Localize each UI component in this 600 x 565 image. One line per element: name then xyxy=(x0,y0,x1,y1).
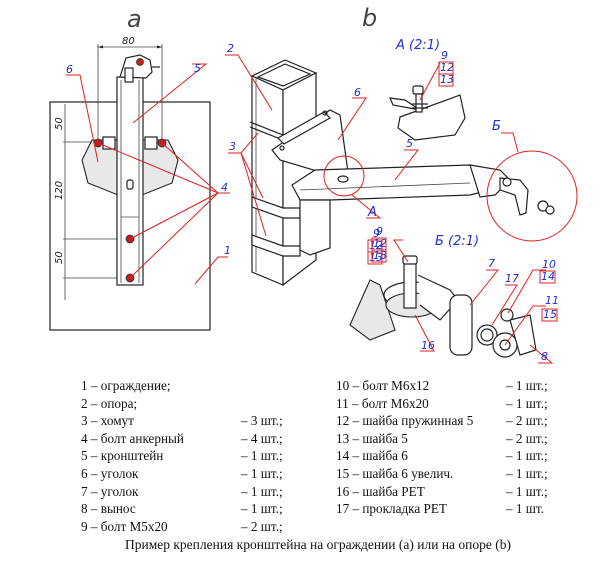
legend-item-label: 13 – шайба 5 xyxy=(336,430,408,446)
svg-text:120: 120 xyxy=(54,181,65,200)
legend-item: 6 – уголок – 1 шт.; xyxy=(81,465,321,483)
legend-item-label: 12 – шайба пружинная 5 xyxy=(336,413,474,429)
legend-item-label: 8 – вынос xyxy=(81,501,136,517)
legend-item: 13 – шайба 5 – 2 шт.; xyxy=(336,430,576,448)
svg-text:9: 9 xyxy=(373,227,380,240)
legend-item-label: 17 – прокладка PET xyxy=(336,501,447,517)
leaders-view-b xyxy=(225,54,519,237)
parts-legend-left: 1 – ограждение; 2 – опора; 3 – хомут – 3 шт… xyxy=(81,377,321,535)
legend-item: 17 – прокладка PET – 1 шт. xyxy=(336,500,576,518)
callout-17: 17 xyxy=(505,272,519,285)
svg-text:12: 12 xyxy=(440,61,454,74)
view-a: a 80 50 120 50 xyxy=(49,5,231,331)
svg-text:13: 13 xyxy=(373,249,387,262)
svg-text:50: 50 xyxy=(54,251,65,264)
bolt-icon xyxy=(136,58,144,66)
legend-item: 8 – вынос – 1 шт.; xyxy=(81,500,321,518)
detail-view-a: А (2:1) 9 12 13 xyxy=(389,38,466,141)
legend-item-label: 7 – уголок xyxy=(81,483,139,499)
detail-a-title: А (2:1) xyxy=(395,38,440,53)
legend-item-label: 2 – опора; xyxy=(81,395,138,411)
legend-item-quantity: – 2 шт.; xyxy=(241,518,283,534)
detail-b-title: Б (2:1) xyxy=(435,234,479,249)
legend-item-quantity: – 1 шт.; xyxy=(506,378,548,393)
detail-circle-a xyxy=(323,155,365,197)
legend-item-label: 3 – хомут xyxy=(81,413,134,429)
legend-item-label: 5 – кронштейн xyxy=(81,448,164,464)
legend-item-label: 9 – болт М5х20 xyxy=(81,518,168,534)
legend-item: 12 – шайба пружинная 5 – 2 шт.; xyxy=(336,412,576,430)
dimension-width: 80 xyxy=(97,36,163,140)
legend-item: 4 – болт анкерный – 4 шт.; xyxy=(81,430,321,448)
callout-4: 4 xyxy=(221,181,228,194)
callout-5: 5 xyxy=(194,62,201,75)
legend-item-label: 11 – болт М6х20 xyxy=(336,395,429,411)
detail-marker-b: Б xyxy=(492,119,501,134)
assembly-drawing: a 80 50 120 50 xyxy=(49,4,578,364)
legend-item-quantity: – 1 шт.; xyxy=(241,448,283,464)
svg-text:50: 50 xyxy=(54,117,65,130)
legend-item: 1 – ограждение; xyxy=(81,377,321,395)
legend-item-quantity: – 1 шт.; xyxy=(506,465,548,481)
callout-16: 16 xyxy=(421,339,435,352)
svg-text:80: 80 xyxy=(122,36,135,47)
svg-text:9: 9 xyxy=(441,49,448,62)
legend-item-quantity: – 3 шт.; xyxy=(241,413,283,429)
bracket-arm xyxy=(291,164,491,201)
legend-item-quantity: – 1 шт.; xyxy=(241,483,283,499)
legend-item: 9 – болт М5х20 – 2 шт.; xyxy=(81,518,321,536)
legend-item: 16 – шайба PET – 1 шт.; xyxy=(336,483,576,501)
detail-circle-b xyxy=(486,150,578,242)
legend-item-label: 4 – болт анкерный xyxy=(81,430,184,446)
view-a-label: a xyxy=(127,5,142,33)
legend-item-label: 6 – уголок xyxy=(81,465,139,481)
legend-item: 7 – уголок – 1 шт.; xyxy=(81,483,321,501)
legend-item: 15 – шайба 6 увелич. – 1 шт.; xyxy=(336,465,576,483)
figure-caption: Пример крепления кронштейна на ограждени… xyxy=(124,537,511,552)
callout-6: 6 xyxy=(66,63,73,76)
legend-item-label: 1 – ограждение; xyxy=(81,378,171,393)
legend-item: 5 – кронштейн – 1 шт.; xyxy=(81,447,321,465)
legend-item-quantity: – 1 шт.; xyxy=(506,483,548,499)
legend-item: 14 – шайба 6 – 1 шт.; xyxy=(336,447,576,465)
view-b: b xyxy=(225,4,578,364)
svg-text:12: 12 xyxy=(373,237,387,250)
legend-item-label: 16 – шайба PET xyxy=(336,483,425,499)
legend-item-quantity: – 4 шт.; xyxy=(241,430,283,446)
legend-item-label: 15 – шайба 6 увелич. xyxy=(336,465,454,481)
legend-item-quantity: – 2 шт.; xyxy=(506,413,548,429)
callout-7: 7 xyxy=(488,257,495,270)
legend-item: 2 – опора; xyxy=(81,395,321,413)
callout-10: 10 xyxy=(542,258,556,271)
legend-item-quantity: – 1 шт.; xyxy=(241,501,283,517)
callout-6-b: 6 xyxy=(354,86,361,99)
callout-11: 11 xyxy=(545,294,559,307)
legend-item-quantity: – 1 шт.; xyxy=(506,395,548,411)
callout-15: 15 xyxy=(543,308,557,321)
detail-marker-a: А xyxy=(367,205,377,220)
svg-text:9: 9 xyxy=(376,225,383,238)
svg-text:13: 13 xyxy=(440,73,454,86)
callout-5-b: 5 xyxy=(406,137,413,150)
legend-item-quantity: – 1 шт.; xyxy=(506,448,548,464)
callout-3: 3 xyxy=(229,140,236,153)
legend-item: 10 – болт М6х12 – 1 шт.; xyxy=(336,377,576,395)
detail-view-b: Б (2:1) 9 12 13 7 17 10 xyxy=(349,225,559,364)
callout-1: 1 xyxy=(224,244,231,257)
legend-item-quantity: – 2 шт.; xyxy=(506,430,548,446)
legend-item-label: 10 – болт М6х12 xyxy=(336,378,430,393)
callout-2: 2 xyxy=(227,42,234,55)
legend-item: 3 – хомут – 3 шт.; xyxy=(81,412,321,430)
callout-8: 8 xyxy=(541,350,548,363)
view-b-label: b xyxy=(362,4,377,32)
legend-item: 11 – болт М6х20 – 1 шт.; xyxy=(336,395,576,413)
legend-item-label: 14 – шайба 6 xyxy=(336,448,408,464)
leaders-view-a xyxy=(66,63,230,285)
legend-item-quantity: – 1 шт. xyxy=(506,501,545,517)
callout-14: 14 xyxy=(541,270,555,283)
legend-item-quantity: – 1 шт.; xyxy=(241,465,283,481)
parts-legend-right: 10 – болт М6х12 – 1 шт.; 11 – болт М6х20 – … xyxy=(336,377,576,518)
